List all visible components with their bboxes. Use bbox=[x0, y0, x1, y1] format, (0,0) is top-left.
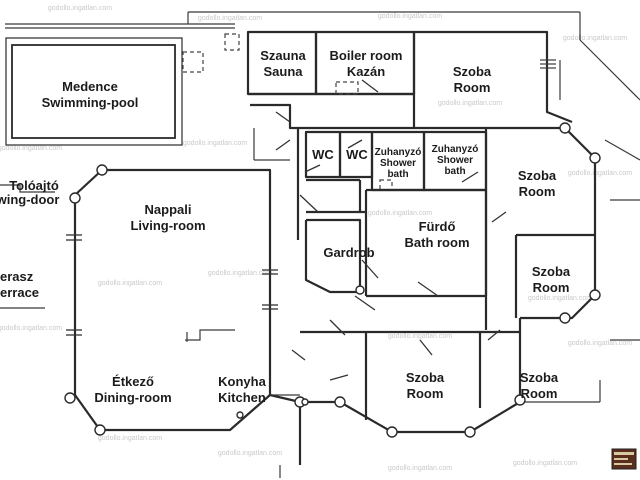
column bbox=[589, 289, 601, 301]
room-label-medence: Medence bbox=[62, 79, 118, 94]
room-label-tolo: Tolóajtó bbox=[9, 178, 59, 193]
room-label-kazan: Kazán bbox=[347, 64, 385, 79]
column bbox=[589, 152, 601, 164]
room-label-terrace: errace bbox=[0, 285, 39, 300]
room-label-room: Room bbox=[407, 386, 444, 401]
room-labels: Szauna Sauna Boiler room Kazán Szoba Roo… bbox=[0, 48, 571, 405]
watermark: godollo.ingatlan.com bbox=[48, 5, 112, 12]
watermark: godollo.ingatlan.com bbox=[528, 295, 592, 302]
bottom-wing-walls bbox=[160, 318, 601, 478]
room-label-room: Room bbox=[521, 386, 558, 401]
watermark: godollo.ingatlan.com bbox=[388, 465, 452, 472]
watermark: godollo.ingatlan.com bbox=[218, 450, 282, 457]
room-label-wing-door: wing-door bbox=[0, 192, 59, 207]
doors bbox=[66, 79, 507, 381]
right-wing-walls bbox=[484, 126, 640, 341]
room-label-szoba: Szoba bbox=[453, 64, 492, 79]
room-label-bath: bath bbox=[387, 169, 408, 180]
column bbox=[559, 312, 571, 324]
watermark: godollo.ingatlan.com bbox=[563, 35, 627, 42]
column bbox=[301, 398, 309, 406]
column bbox=[334, 396, 346, 408]
room-label-room: Room bbox=[533, 280, 570, 295]
watermark: godollo.ingatlan.com bbox=[568, 170, 632, 177]
room-label-room: Room bbox=[454, 80, 491, 95]
column bbox=[64, 392, 76, 404]
column bbox=[559, 122, 571, 134]
ingatlan-logo-icon bbox=[611, 448, 637, 470]
room-label-wc: WC bbox=[346, 147, 368, 162]
watermark: godollo.ingatlan.com bbox=[438, 100, 502, 107]
columns bbox=[64, 122, 601, 438]
column bbox=[464, 426, 476, 438]
watermark: godollo.ingatlan.com bbox=[98, 435, 162, 442]
top-rooms-walls bbox=[187, 11, 640, 128]
room-label-zuhanyzo: Zuhanyzó bbox=[432, 144, 479, 155]
room-label-konyha: Konyha bbox=[218, 374, 266, 389]
watermark: godollo.ingatlan.com bbox=[183, 140, 247, 147]
watermark: godollo.ingatlan.com bbox=[568, 340, 632, 347]
room-label-kitchen: Kitchen bbox=[218, 390, 266, 405]
room-label-furdo: Fürdő bbox=[419, 219, 456, 234]
column bbox=[69, 192, 81, 204]
room-label-szoba: Szoba bbox=[406, 370, 445, 385]
column bbox=[236, 411, 244, 419]
watermark: godollo.ingatlan.com bbox=[378, 13, 442, 20]
column bbox=[514, 394, 526, 406]
column bbox=[386, 426, 398, 438]
room-label-zuhanyzo: Zuhanyzó bbox=[375, 147, 422, 158]
watermark: godollo.ingatlan.com bbox=[208, 270, 272, 277]
watermark: godollo.ingatlan.com bbox=[513, 460, 577, 467]
room-label-szoba: Szoba bbox=[532, 264, 571, 279]
column bbox=[94, 424, 106, 436]
room-label-terasz: erasz bbox=[0, 269, 34, 284]
room-label-gardrob: Gardrob bbox=[323, 245, 374, 260]
room-label-sauna: Sauna bbox=[263, 64, 303, 79]
room-label-boiler: Boiler room bbox=[330, 48, 403, 63]
watermark: godollo.ingatlan.com bbox=[388, 333, 452, 340]
room-label-shower: Shower bbox=[380, 158, 416, 169]
room-label-wc: WC bbox=[312, 147, 334, 162]
column bbox=[355, 285, 365, 295]
room-label-living-room: Living-room bbox=[130, 218, 205, 233]
room-label-nappali: Nappali bbox=[145, 202, 192, 217]
room-label-swimming-pool: Swimming-pool bbox=[42, 95, 139, 110]
watermark: godollo.ingatlan.com bbox=[0, 325, 62, 332]
swimming-pool bbox=[5, 23, 240, 146]
room-label-dining-room: Dining-room bbox=[94, 390, 171, 405]
room-label-szoba: Szoba bbox=[518, 168, 557, 183]
watermark: godollo.ingatlan.com bbox=[368, 210, 432, 217]
room-label-szauna: Szauna bbox=[260, 48, 306, 63]
watermark-layer: godollo.ingatlan.com godollo.ingatlan.co… bbox=[0, 5, 632, 472]
watermark: godollo.ingatlan.com bbox=[98, 280, 162, 287]
column bbox=[96, 164, 108, 176]
room-label-shower: Shower bbox=[437, 155, 473, 166]
room-label-bath-room: Bath room bbox=[405, 235, 470, 250]
watermark: godollo.ingatlan.com bbox=[198, 15, 262, 22]
room-label-room: Room bbox=[519, 184, 556, 199]
watermark: godollo.ingatlan.com bbox=[0, 145, 62, 152]
room-label-etkezo: Étkező bbox=[112, 374, 154, 389]
room-label-bath: bath bbox=[444, 166, 465, 177]
room-label-szoba: Szoba bbox=[520, 370, 559, 385]
